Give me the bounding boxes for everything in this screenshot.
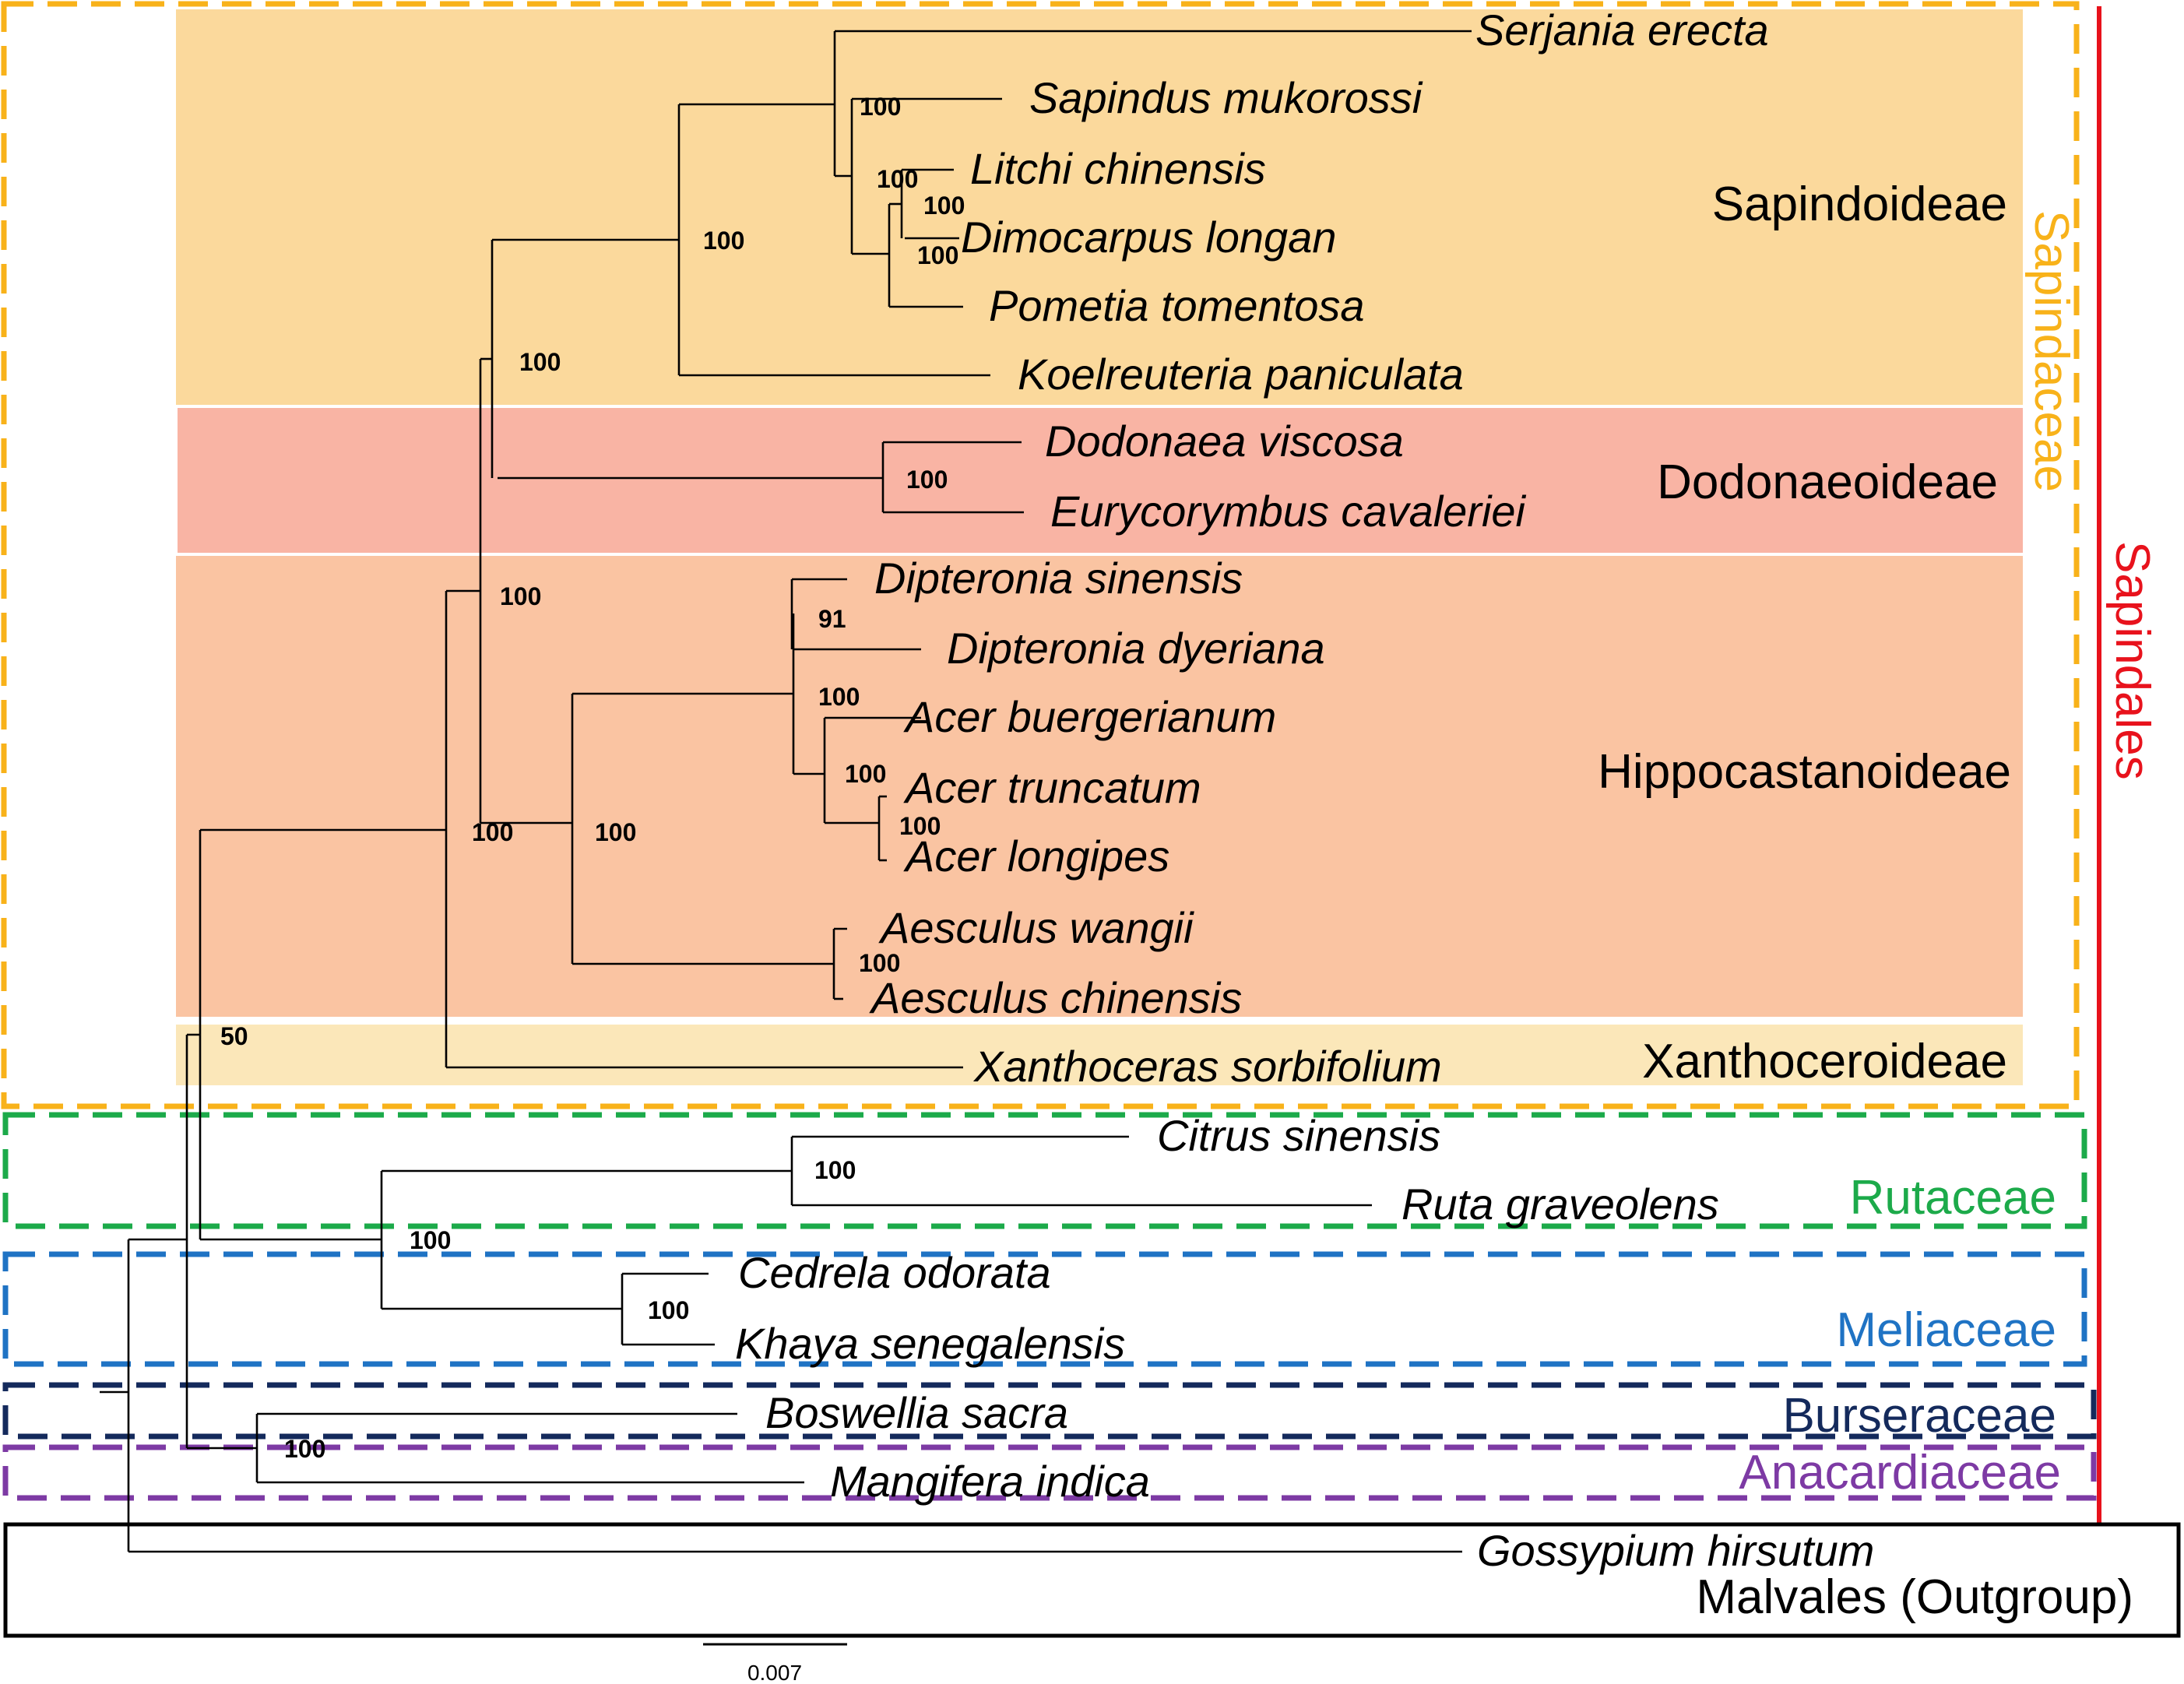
support-value: 100 — [472, 818, 513, 846]
support-value: 100 — [818, 683, 860, 711]
support-value: 100 — [860, 93, 901, 121]
support-value: 100 — [500, 582, 541, 610]
label-meliaceae: Meliaceae — [1836, 1303, 2056, 1357]
taxon-acer-longipes: Acer longipes — [903, 831, 1169, 881]
support-value: 100 — [845, 760, 886, 788]
taxon-dimocarpus-longan: Dimocarpus longan — [961, 213, 1336, 262]
scale-bar-label: 0.007 — [747, 1661, 802, 1684]
support-value: 100 — [410, 1226, 451, 1254]
taxon-pometia-tomentosa: Pometia tomentosa — [989, 281, 1364, 330]
support-value: 100 — [519, 348, 561, 376]
support-value: 100 — [595, 818, 636, 846]
taxon-eurycorymbus-cavaleriei: Eurycorymbus cavaleriei — [1050, 487, 1527, 536]
burseraceae-box — [2, 1382, 2097, 1440]
taxon-dipteronia-sinensis: Dipteronia sinensis — [874, 554, 1243, 603]
taxon-xanthoceras-sorbifolium: Xanthoceras sorbifolium — [972, 1042, 1442, 1091]
label-rutaceae: Rutaceae — [1850, 1171, 2056, 1225]
support-value: 100 — [923, 192, 965, 220]
label-sapindoideae: Sapindoideae — [1712, 178, 2007, 231]
taxon-mangifera-indica: Mangifera indica — [830, 1457, 1150, 1506]
sapindaceae-box — [1, 1, 2080, 1109]
taxon-serjania-erecta: Serjania erecta — [1475, 5, 1769, 54]
label-burseraceae: Burseraceae — [1782, 1389, 2056, 1443]
support-value: 100 — [814, 1156, 856, 1184]
support-value: 91 — [818, 605, 846, 633]
support-value: 100 — [877, 165, 918, 193]
label-xanthoceroideae: Xanthoceroideae — [1642, 1035, 2007, 1088]
support-value: 100 — [899, 812, 941, 840]
xanthoceroideae-region — [176, 1025, 2023, 1085]
label-anacardiaceae: Anacardiaceae — [1739, 1446, 2061, 1499]
support-value: 100 — [917, 241, 958, 269]
label-sapindaceae: Sapindaceae — [2024, 210, 2078, 492]
support-value: 100 — [703, 227, 744, 255]
support-value: 100 — [648, 1296, 689, 1324]
hippocastanoideae-region — [176, 556, 2023, 1017]
support-value: 100 — [284, 1435, 325, 1463]
taxon-dodonaea-viscosa: Dodonaea viscosa — [1045, 417, 1404, 466]
taxon-litchi-chinensis: Litchi chinensis — [970, 144, 1266, 193]
tree-branches — [100, 30, 1472, 1553]
support-value: 100 — [906, 466, 948, 494]
rutaceae-box — [2, 1112, 2087, 1229]
taxon-khaya-senegalensis: Khaya senegalensis — [735, 1319, 1125, 1368]
taxon-citrus-sinensis: Citrus sinensis — [1157, 1111, 1440, 1160]
support-value: 100 — [859, 949, 900, 977]
taxon-acer-truncatum: Acer truncatum — [903, 763, 1201, 812]
outgroup-box — [3, 1522, 2181, 1638]
label-dodonaeoideae: Dodonaeoideae — [1657, 455, 1998, 509]
taxon-gossypium-hirsutum: Gossypium hirsutum — [1477, 1526, 1874, 1575]
taxon-aesculus-chinensis: Aesculus chinensis — [869, 973, 1242, 1022]
taxon-dipteronia-dyeriana: Dipteronia dyeriana — [947, 624, 1325, 673]
taxon-ruta-graveolens: Ruta graveolens — [1401, 1180, 1719, 1229]
label-hippocastanoideae: Hippocastanoideae — [1598, 745, 2011, 799]
taxon-acer-buergerianum: Acer buergerianum — [903, 692, 1276, 741]
taxon-boswellia-sacra: Boswellia sacra — [765, 1388, 1068, 1437]
meliaceae-box — [2, 1251, 2087, 1367]
anacardiaceae-box — [2, 1444, 2097, 1501]
taxon-aesculus-wangii: Aesculus wangii — [878, 903, 1194, 952]
support-value: 50 — [220, 1022, 248, 1050]
sapindoideae-region — [176, 9, 2023, 405]
taxon-cedrela-odorata: Cedrela odorata — [738, 1248, 1051, 1297]
label-sapindales: Sapindales — [2105, 541, 2159, 780]
taxon-sapindus-mukorossi: Sapindus mukorossi — [1029, 73, 1423, 122]
label-outgroup: Malvales (Outgroup) — [1696, 1570, 2133, 1624]
dodonaeoideae-region — [178, 408, 2023, 553]
taxon-koelreuteria-paniculata: Koelreuteria paniculata — [1018, 350, 1464, 399]
